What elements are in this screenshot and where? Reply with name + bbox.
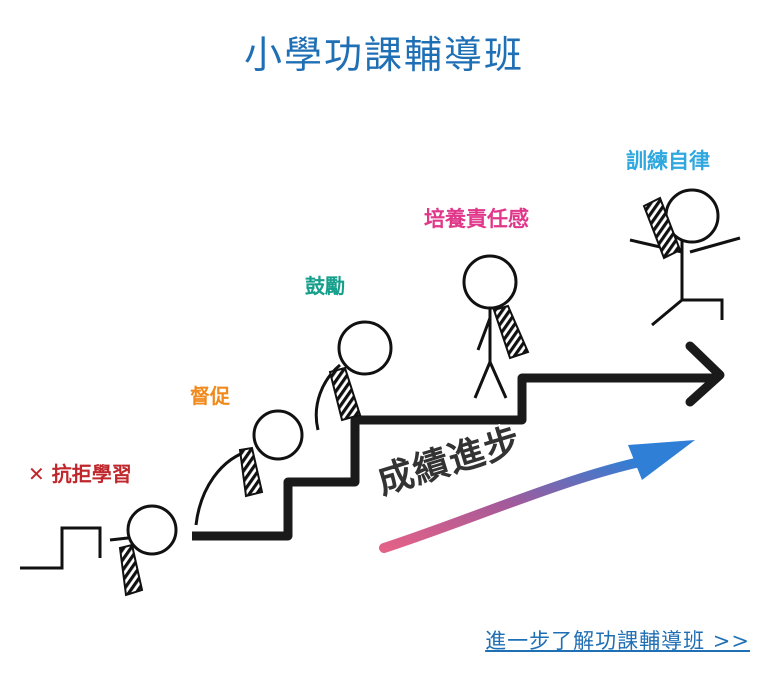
stair-arrow-icon [192,373,715,541]
necktie-icon [642,196,682,260]
stick-figure-icon [462,254,518,399]
necktie-icon [238,446,264,498]
necktie-icon [492,304,530,360]
gradient-arrow-body [379,457,645,553]
label-resist-learning: ✕ 抗拒學習 [28,458,132,487]
stick-figure-icon [109,504,178,556]
gradient-arrow-head [628,440,695,480]
page-title: 小學功課輔導班 [243,33,524,77]
cross-icon: ✕ [28,462,45,486]
label-self-discipline: 訓練自律 [626,149,710,173]
necktie-icon [118,543,144,597]
label-responsibility: 培養責任感 [424,207,529,231]
stick-figure-icon [314,320,393,431]
label-resist-text: 抗拒學習 [51,462,132,486]
label-encourage: 鼓勵 [305,274,345,298]
label-supervise: 督促 [190,384,230,408]
arrow-right-icon [685,341,725,407]
small-steps [20,526,102,570]
learn-more-link[interactable]: 進一步了解功課輔導班 >> [485,629,750,653]
necktie-icon [328,366,362,422]
